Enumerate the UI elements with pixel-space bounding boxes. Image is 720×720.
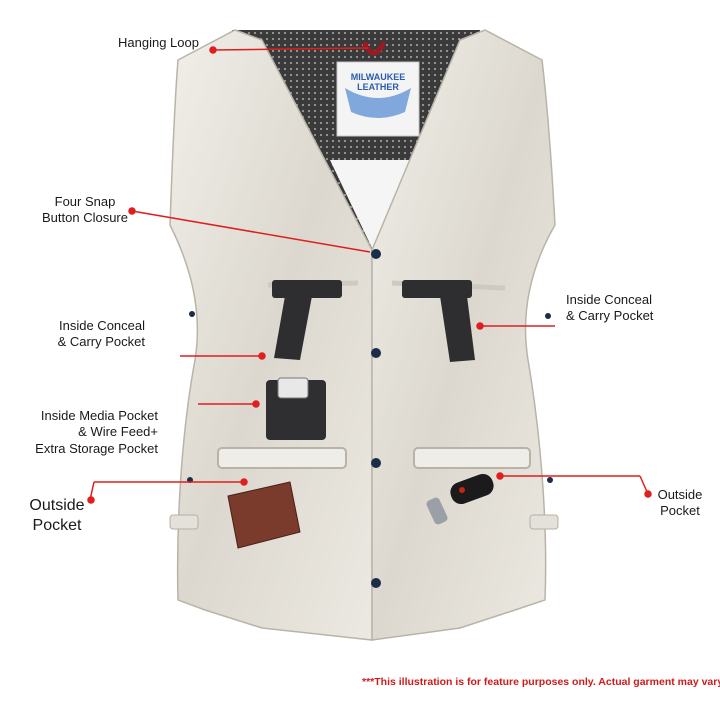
label-inside-media-pocket: Inside Media Pocket & Wire Feed+ Extra S…	[35, 408, 158, 456]
callout-lines	[87, 46, 652, 504]
pistol-left	[272, 280, 342, 360]
brand-tag-line2: LEATHER	[357, 82, 399, 92]
label-four-snap-closure: Four Snap Button Closure	[42, 194, 128, 226]
label-outside-pocket-right: Outside Pocket	[657, 487, 703, 519]
pistol-right	[402, 280, 475, 362]
wallet	[227, 481, 301, 549]
disclaimer-text: ***This illustration is for feature purp…	[362, 676, 720, 688]
vest-left-panel	[169, 29, 373, 641]
snap-buttons	[187, 249, 553, 588]
media-pocket	[266, 377, 326, 440]
hanging-loop	[362, 41, 386, 56]
label-inside-conceal-left: Inside Conceal & Carry Pocket	[57, 318, 145, 350]
key-fob	[426, 473, 494, 525]
brand-tag-line1: MILWAUKEE	[351, 72, 406, 82]
label-outside-pocket-left: Outside Pocket	[29, 497, 85, 534]
label-inside-conceal-right: Inside Conceal & Carry Pocket	[566, 292, 654, 324]
label-hanging-loop: Hanging Loop	[118, 35, 199, 50]
vest-inner-satin	[330, 160, 420, 248]
brand-tag: MILWAUKEE LEATHER	[336, 61, 420, 137]
